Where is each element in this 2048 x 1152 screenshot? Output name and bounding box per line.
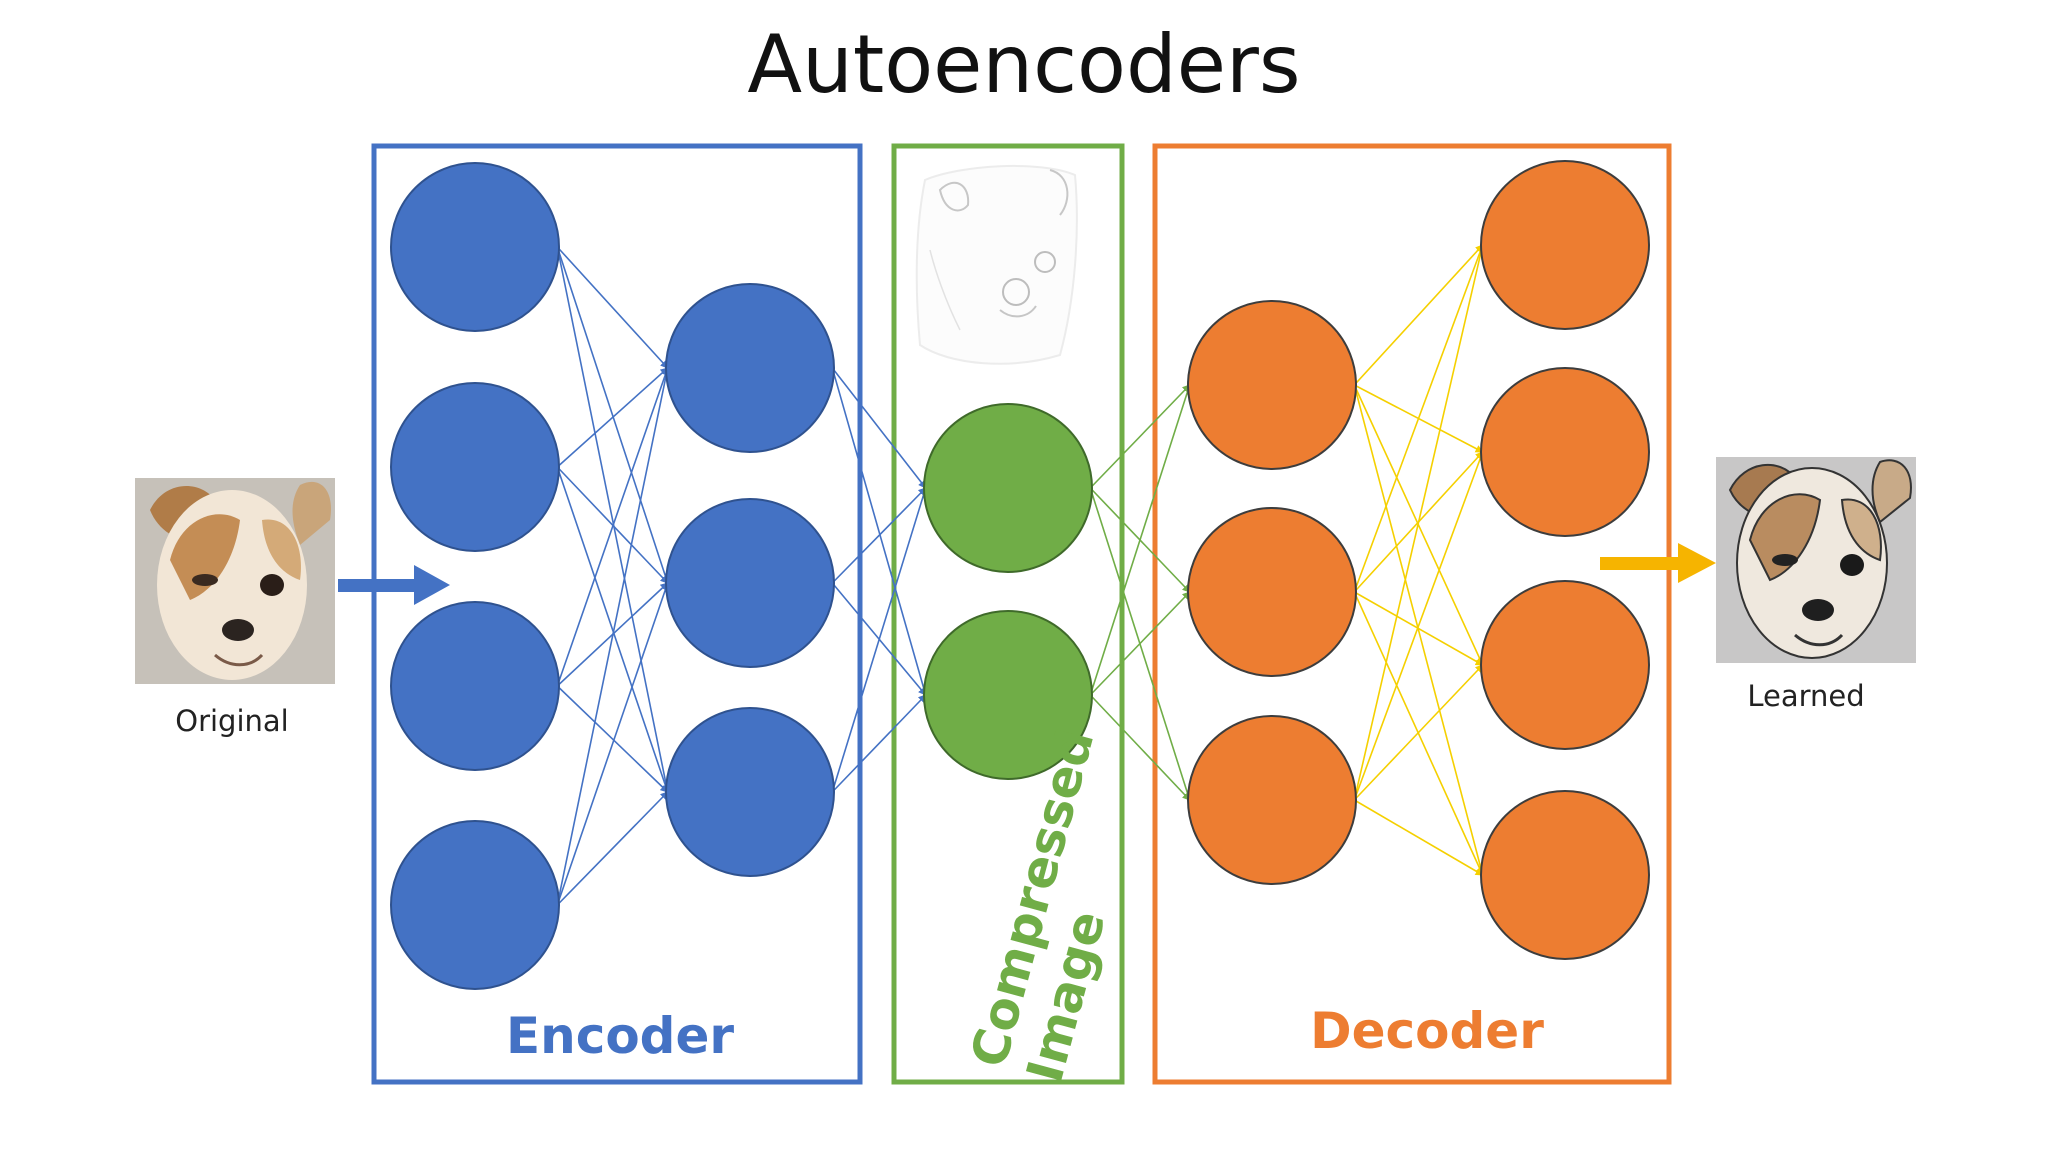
encoder-label: Encoder	[506, 1007, 734, 1065]
output-dog-image	[1716, 457, 1916, 663]
edge-encoder-input-4-to-encoder-hidden-1	[556, 367, 671, 906]
edge-encoder-hidden-3-to-bottleneck-1	[831, 487, 928, 793]
network-edges	[556, 244, 1485, 906]
node-encoder-input-2	[390, 382, 560, 552]
network-nodes	[390, 160, 1650, 990]
edge-bottleneck-2-to-decoder-hidden-1	[1089, 384, 1192, 696]
node-encoder-hidden-2	[665, 498, 835, 668]
edge-encoder-input-3-to-encoder-hidden-3	[556, 685, 669, 793]
original-label: Original	[175, 704, 288, 738]
edge-encoder-input-4-to-encoder-hidden-3	[556, 791, 669, 906]
node-decoder-output-1	[1480, 160, 1650, 330]
edge-encoder-hidden-1-to-bottleneck-2	[831, 367, 928, 696]
edge-encoder-input-1-to-encoder-hidden-2	[556, 246, 670, 584]
edge-decoder-hidden-3-to-decoder-output-2	[1353, 451, 1485, 801]
node-encoder-hidden-3	[665, 707, 835, 877]
edge-encoder-hidden-3-to-bottleneck-2	[831, 694, 927, 793]
output-arrow	[1600, 543, 1716, 583]
edge-decoder-hidden-3-to-decoder-output-3	[1353, 664, 1484, 801]
node-decoder-output-4	[1480, 790, 1650, 960]
learned-label: Learned	[1747, 679, 1864, 713]
decoder-box	[1152, 143, 1672, 1085]
edge-decoder-hidden-2-to-decoder-output-1	[1353, 244, 1485, 593]
edge-encoder-input-3-to-encoder-hidden-1	[556, 367, 670, 687]
node-encoder-input-1	[390, 162, 560, 332]
node-encoder-hidden-1	[665, 283, 835, 453]
compressed-image-box	[891, 143, 1125, 1085]
input-arrow	[338, 565, 450, 605]
decoder-label: Decoder	[1310, 1002, 1544, 1060]
edge-encoder-input-2-to-encoder-hidden-3	[556, 466, 670, 793]
edge-encoder-input-2-to-encoder-hidden-1	[556, 367, 669, 468]
edge-encoder-input-1-to-encoder-hidden-1	[556, 246, 669, 369]
edge-decoder-hidden-3-to-decoder-output-4	[1353, 799, 1484, 876]
node-decoder-output-3	[1480, 580, 1650, 750]
node-decoder-hidden-1	[1187, 300, 1357, 470]
edge-decoder-hidden-3-to-decoder-output-1	[1353, 244, 1485, 801]
input-dog-image	[135, 478, 335, 684]
node-bottleneck-1	[923, 403, 1093, 573]
encoder-box	[371, 143, 863, 1085]
node-decoder-output-2	[1480, 367, 1650, 537]
node-bottleneck-2	[923, 610, 1093, 780]
edge-encoder-hidden-1-to-bottleneck-1	[831, 367, 927, 489]
compressed-sketch-image	[915, 164, 1078, 365]
edge-decoder-hidden-2-to-decoder-output-3	[1353, 591, 1484, 666]
edge-decoder-hidden-1-to-decoder-output-4	[1353, 384, 1485, 876]
node-encoder-input-3	[390, 601, 560, 771]
edge-encoder-input-4-to-encoder-hidden-2	[556, 582, 670, 906]
edge-decoder-hidden-1-to-decoder-output-1	[1353, 244, 1484, 386]
edge-encoder-input-1-to-encoder-hidden-3	[556, 246, 671, 793]
edge-encoder-hidden-2-to-bottleneck-1	[831, 487, 927, 584]
node-encoder-input-4	[390, 820, 560, 990]
edge-bottleneck-1-to-decoder-hidden-1	[1089, 384, 1191, 489]
edge-bottleneck-2-to-decoder-hidden-2	[1089, 591, 1191, 696]
node-decoder-hidden-2	[1187, 507, 1357, 677]
diagram-title: Autoencoders	[747, 18, 1301, 111]
node-decoder-hidden-3	[1187, 715, 1357, 885]
edge-bottleneck-2-to-decoder-hidden-3	[1089, 694, 1191, 801]
